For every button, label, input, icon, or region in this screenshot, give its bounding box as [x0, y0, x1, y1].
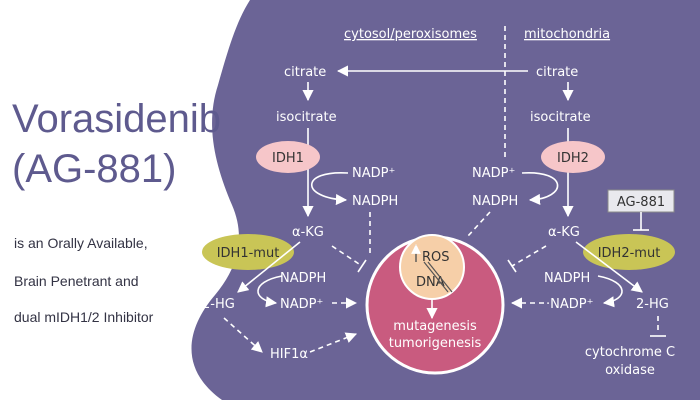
idh2-mut-enzyme: [583, 234, 675, 270]
title-line-2: (AG-881): [12, 147, 177, 191]
right-nadph: NADPH: [472, 194, 518, 209]
outcome-line-1: mutagenesis: [393, 319, 477, 334]
right-akg: α-KG: [548, 225, 580, 240]
left-isocitrate: isocitrate: [276, 110, 337, 125]
left-mut-cofactor-arrow: [257, 275, 283, 308]
subtitle-line-1: is an Orally Available,: [14, 235, 148, 251]
left-akg-dash: [331, 245, 363, 267]
right-2hg: 2-HG: [636, 297, 669, 312]
title-line-1: Vorasidenib: [12, 97, 221, 141]
ag881-label: AG-881: [617, 195, 665, 210]
hif1a-label: HIF1α: [270, 347, 308, 362]
header-mitochondria: mitochondria: [524, 27, 610, 42]
left-nadph: NADPH: [352, 194, 398, 209]
left-mut-nadp-plus: NADP⁺: [280, 297, 323, 312]
right-akg-inhibit-bar: [507, 259, 517, 273]
left-akg: α-KG: [292, 225, 324, 240]
subtitle-line-3: dual mIDH1/2 Inhibitor: [14, 309, 154, 325]
idh2-label: IDH2: [557, 151, 589, 166]
idh1-enzyme: [256, 141, 320, 173]
dna-damage-line-2: [427, 261, 453, 293]
right-akg-to-2hg-arrow: [575, 241, 643, 293]
left-akg-inhibit-bar: [357, 259, 367, 273]
right-mut-cofactor-arrow: [597, 275, 623, 308]
right-nadp-plus: NADP⁺: [472, 166, 515, 181]
idh1-label: IDH1: [272, 151, 304, 166]
idh1-mut-label: IDH1-mut: [217, 246, 280, 261]
idh2-enzyme: [541, 141, 605, 173]
right-isocitrate: isocitrate: [530, 110, 591, 125]
dna-damage-line-1: [423, 261, 449, 293]
right-mut-nadp-plus: ·NADP⁺: [546, 297, 593, 312]
cytochrome-line-1: cytochrome C: [585, 345, 675, 360]
right-cofactor-arrow: [521, 172, 559, 206]
right-nadph-dash: [467, 211, 491, 237]
right-akg-dash: [511, 245, 547, 267]
ros-label: ROS: [422, 250, 450, 265]
left-akg-to-2hg-arrow: [237, 241, 301, 293]
idh2-mut-label: IDH2-mut: [598, 246, 661, 261]
cytochrome-line-2: oxidase: [605, 363, 655, 378]
header-cytosol: cytosol/peroxisomes: [344, 27, 477, 42]
idh1-mut-enzyme: [202, 234, 294, 270]
right-citrate: citrate: [536, 65, 578, 80]
left-citrate: citrate: [284, 65, 326, 80]
outcome-line-2: tumorigenesis: [389, 336, 482, 351]
left-cofactor-arrow: [310, 172, 349, 206]
subtitle-line-2: Brain Penetrant and: [14, 273, 139, 289]
left-nadp-plus: NADP⁺: [352, 166, 395, 181]
left-mut-nadph: NADPH: [280, 271, 326, 286]
right-mut-nadph: NADPH: [544, 271, 590, 286]
left-2hg: 2-HG: [202, 297, 235, 312]
